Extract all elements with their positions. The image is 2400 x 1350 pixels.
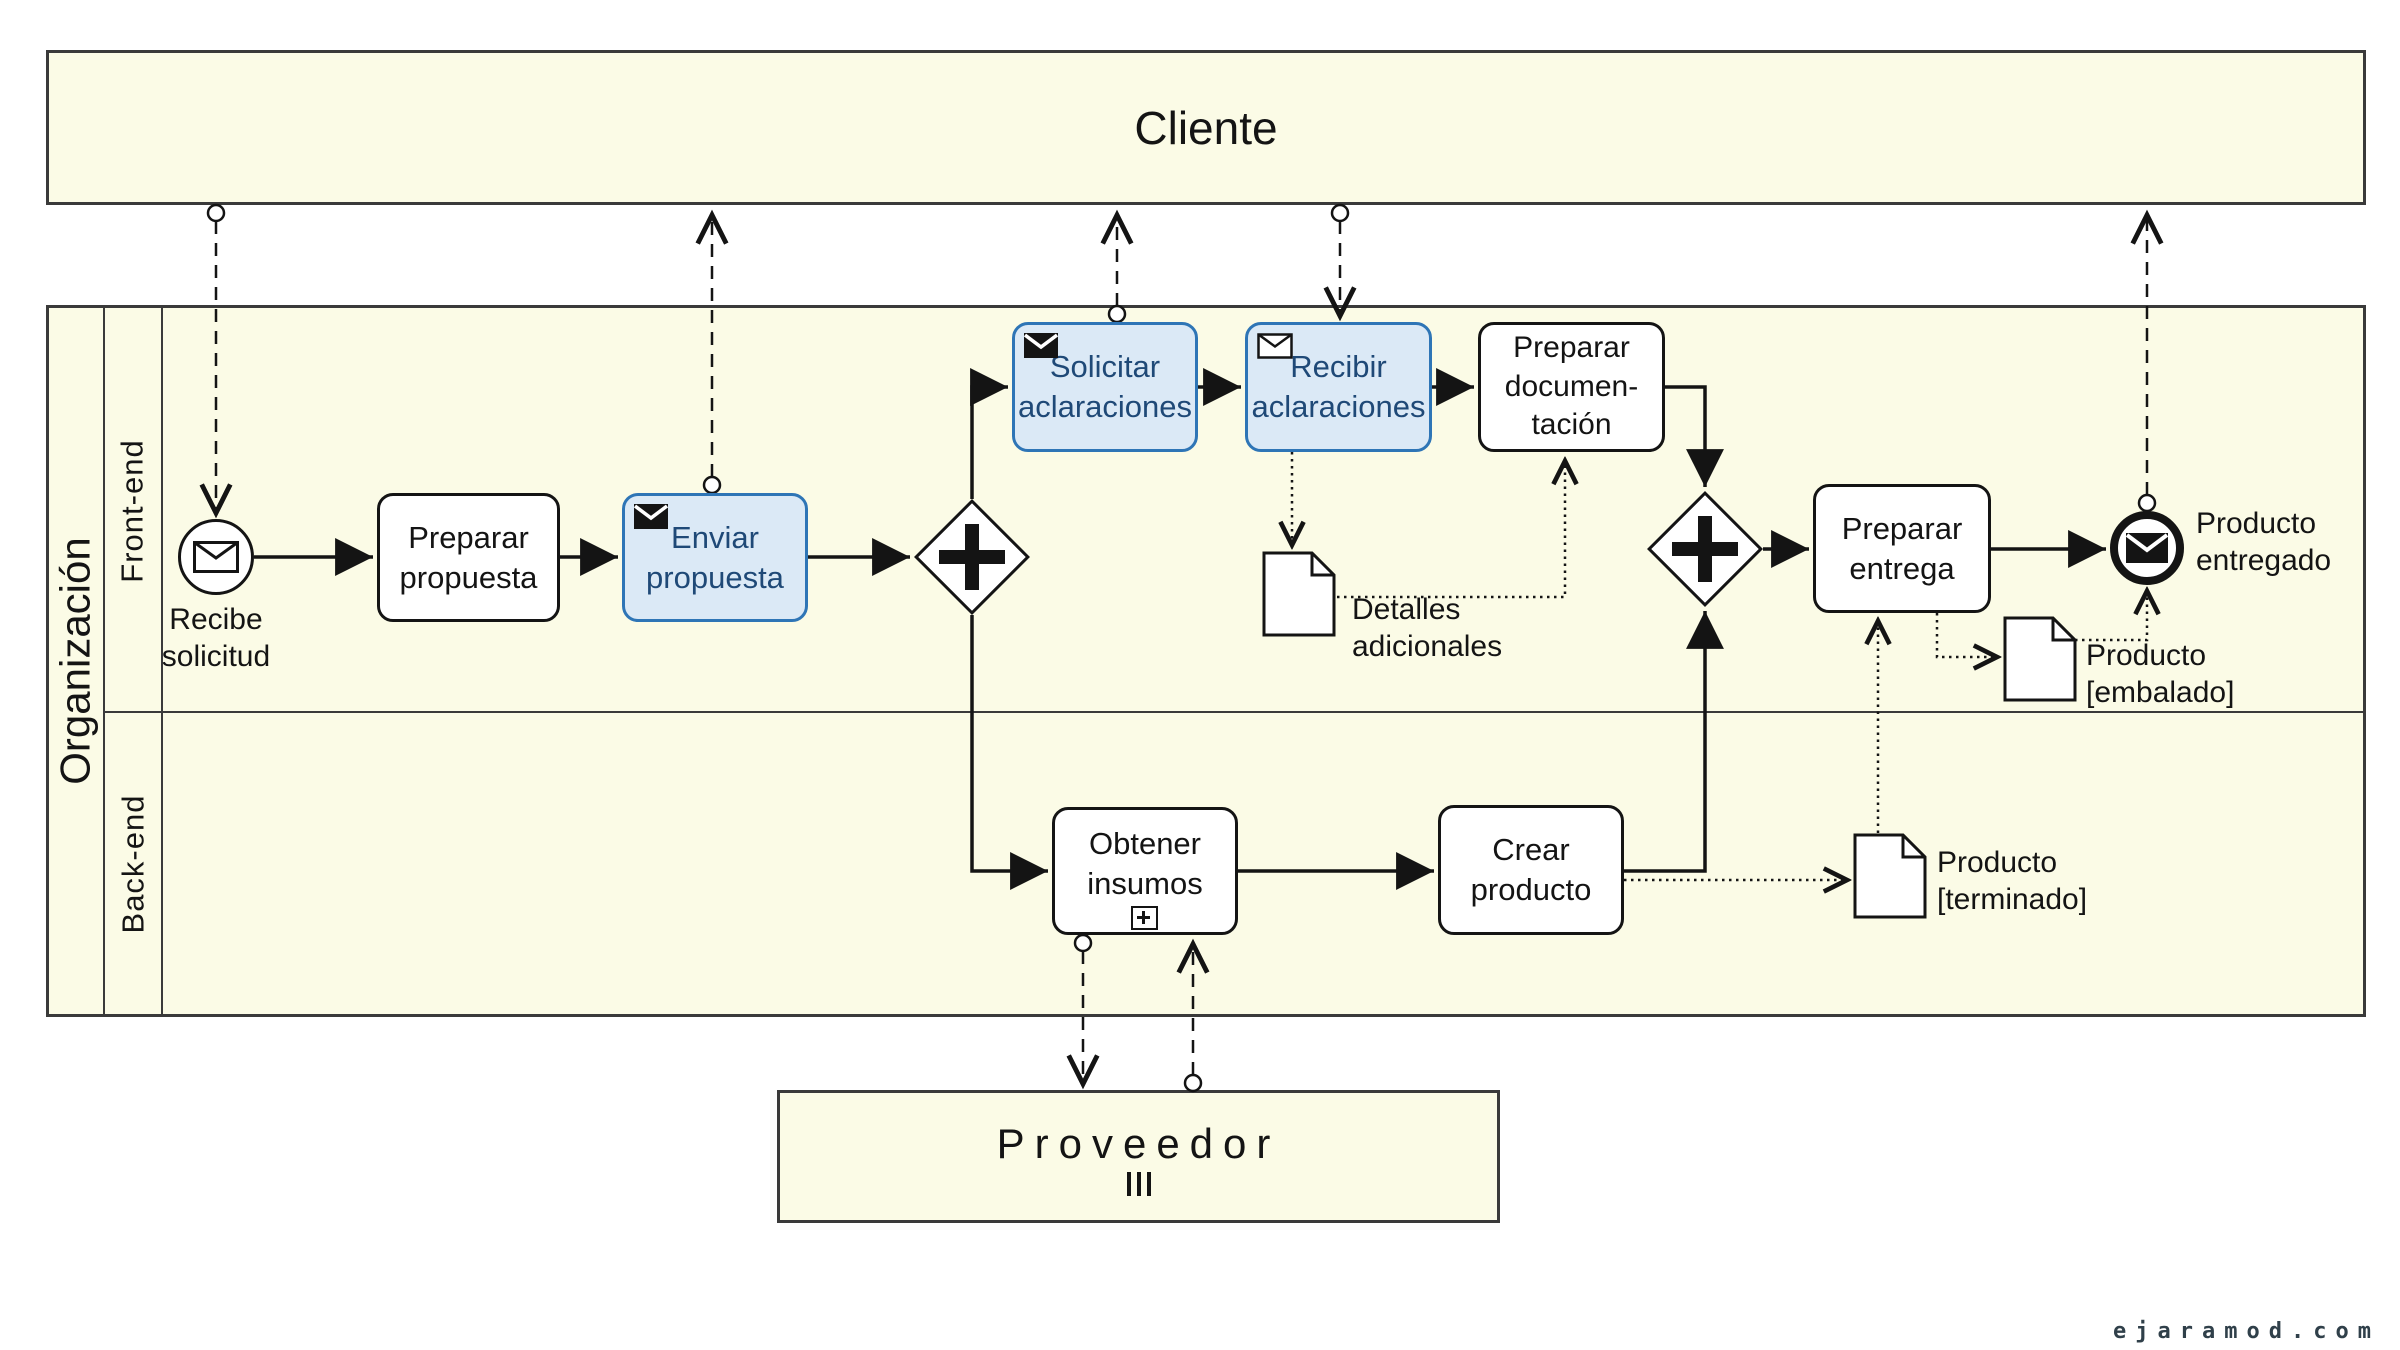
receive-message-icon — [1257, 333, 1293, 359]
task-solicitar-aclaraciones: Solicitar aclaraciones — [1012, 322, 1198, 452]
pool-cliente-title: Cliente — [1134, 101, 1278, 154]
subprocess-plus-icon — [1131, 906, 1158, 930]
task-crear-producto: Crear producto — [1438, 805, 1624, 935]
lane-divider — [105, 711, 2363, 713]
task-label: Preparar entrega — [1841, 510, 1963, 586]
task-preparar-documentacion: Preparar documen- tación — [1478, 322, 1665, 452]
send-message-icon — [1024, 333, 1058, 358]
task-enviar-propuesta: Enviar propuesta — [622, 493, 808, 622]
lane-back-end-label: Back-end — [115, 794, 150, 933]
end-event-label: Producto entregado — [2196, 507, 2332, 577]
pool-organizacion-header: Organización — [49, 308, 105, 1014]
lane-front-end-label: Front-end — [115, 438, 150, 583]
data-object-detalles-adicionales — [1262, 551, 1336, 637]
data-object-label: Producto [terminado] — [1937, 846, 2088, 916]
data-object-producto-terminado — [1853, 833, 1927, 919]
pool-proveedor: Proveedor — [777, 1090, 1500, 1223]
task-label: Preparar propuesta — [399, 519, 538, 595]
lane-front-end: Front-end — [105, 308, 163, 713]
watermark: ejaramod.com — [2113, 1319, 2380, 1344]
pool-proveedor-title: Proveedor — [996, 1119, 1281, 1167]
task-recibir-aclaraciones: Recibir aclaraciones — [1245, 322, 1432, 452]
multi-instance-icon — [1126, 1171, 1151, 1196]
task-label: Enviar propuesta — [646, 519, 784, 595]
message-icon-filled — [2126, 533, 2168, 563]
task-label: Obtener insumos — [1087, 826, 1203, 901]
task-preparar-propuesta: Preparar propuesta — [377, 493, 560, 622]
start-event-label: Recibe solicitud — [161, 603, 271, 673]
task-label: Recibir aclaraciones — [1251, 349, 1426, 424]
data-object-label: Detalles adicionales — [1352, 593, 1503, 663]
start-event-recibe-solicitud — [178, 519, 254, 595]
task-preparar-entrega: Preparar entrega — [1813, 484, 1991, 613]
parallel-gateway-plus-icon — [1672, 516, 1738, 582]
message-icon-outline — [193, 541, 239, 573]
lane-back-end: Back-end — [105, 713, 163, 1014]
end-event-producto-entregado — [2110, 511, 2184, 585]
data-object-label: Producto [embalado] — [2086, 639, 2235, 709]
data-object-producto-embalado — [2003, 616, 2077, 702]
task-label: Preparar documen- tación — [1504, 331, 1639, 442]
task-label: Solicitar aclaraciones — [1017, 349, 1193, 424]
task-label: Crear producto — [1470, 832, 1592, 907]
pool-organizacion-title: Organización — [52, 537, 99, 785]
parallel-gateway-plus-icon — [939, 524, 1005, 590]
pool-cliente: Cliente — [46, 50, 2366, 205]
subprocess-obtener-insumos: Obtener insumos — [1052, 807, 1238, 935]
send-message-icon — [634, 504, 668, 529]
